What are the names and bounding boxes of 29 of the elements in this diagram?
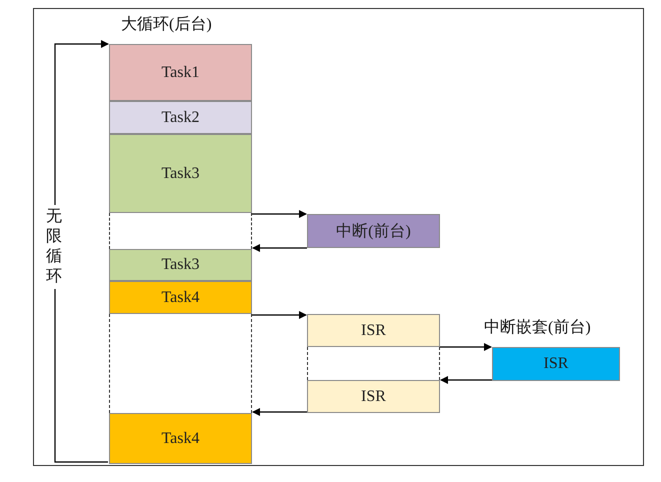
node-label: 大循环(后台) — [121, 14, 212, 35]
nested-isr-block — [492, 347, 620, 381]
block-label: Task4 — [162, 430, 200, 448]
edge-label: 无限循环 — [46, 205, 62, 289]
block-label: Task1 — [162, 64, 200, 82]
block-label: 中断(前台) — [336, 222, 411, 242]
task-block — [109, 413, 252, 464]
interrupt-block — [307, 214, 440, 248]
block-label: Task4 — [162, 288, 200, 306]
arrow — [440, 376, 492, 384]
task-block — [109, 134, 252, 213]
task-block — [109, 249, 252, 281]
block-label: Task3 — [162, 164, 200, 182]
node-label: 中断嵌套(前台) — [484, 318, 591, 338]
task-block — [109, 281, 252, 314]
block-label: ISR — [361, 388, 386, 406]
block-label: ISR — [544, 355, 568, 373]
isr-block — [307, 314, 440, 347]
task-block — [109, 44, 252, 101]
block-label: Task2 — [162, 108, 200, 126]
isr-block — [307, 380, 440, 413]
block-label: ISR — [361, 322, 386, 340]
arrow — [440, 343, 492, 351]
block-label: Task3 — [162, 256, 200, 274]
task-block — [109, 101, 252, 134]
arrow — [252, 311, 307, 319]
arrow — [252, 244, 307, 252]
arrow — [252, 210, 307, 218]
arrow — [252, 408, 307, 416]
